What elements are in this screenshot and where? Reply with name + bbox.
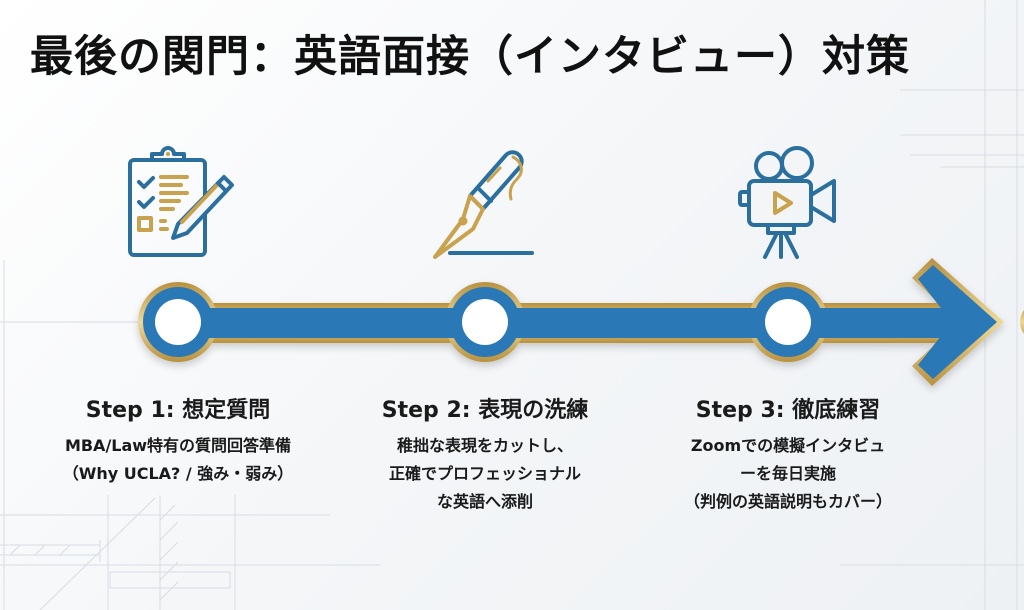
timeline-node-1	[155, 299, 201, 345]
video-camera-icon	[738, 146, 836, 259]
timeline-bar	[138, 258, 1004, 386]
step-1-desc-line: （Why UCLA? / 強み・弱み）	[62, 464, 294, 483]
step-3-description: Zoomでの模擬インタビュ ーを毎日実施 （判例の英語説明もカバー）	[628, 432, 948, 516]
step-3-title: Step 3: 徹底練習	[695, 398, 881, 423]
timeline-node-2	[462, 299, 508, 345]
page-title: 最後の関門：英語面接（インタビュー）対策	[30, 32, 910, 82]
timeline-node-3	[765, 299, 811, 345]
step-3-desc-line: Zoomでの模擬インタビュ	[690, 436, 886, 455]
step-1-desc-line: MBA/Law特有の質問回答準備	[64, 436, 292, 455]
clipboard-checklist-icon	[128, 146, 234, 257]
step-3-desc-line: ーを毎日実施	[739, 464, 836, 483]
timeline-node-next	[1020, 310, 1024, 334]
step-2-desc-line: な英語へ添削	[436, 492, 533, 511]
step-2-desc-line: 正確でプロフェッショナル	[388, 464, 581, 483]
step-2-description: 稚拙な表現をカットし、 正確でプロフェッショナル な英語へ添削	[325, 432, 645, 516]
step-2-title: Step 2: 表現の洗練	[381, 398, 589, 423]
step-2-desc-line: 稚拙な表現をカットし、	[396, 436, 573, 455]
step-1-title: Step 1: 想定質問	[85, 398, 271, 423]
step-3-desc-line: （判例の英語説明もカバー）	[683, 492, 892, 511]
fountain-pen-icon	[433, 150, 534, 259]
step-1-description: MBA/Law特有の質問回答準備 （Why UCLA? / 強み・弱み）	[18, 432, 338, 488]
